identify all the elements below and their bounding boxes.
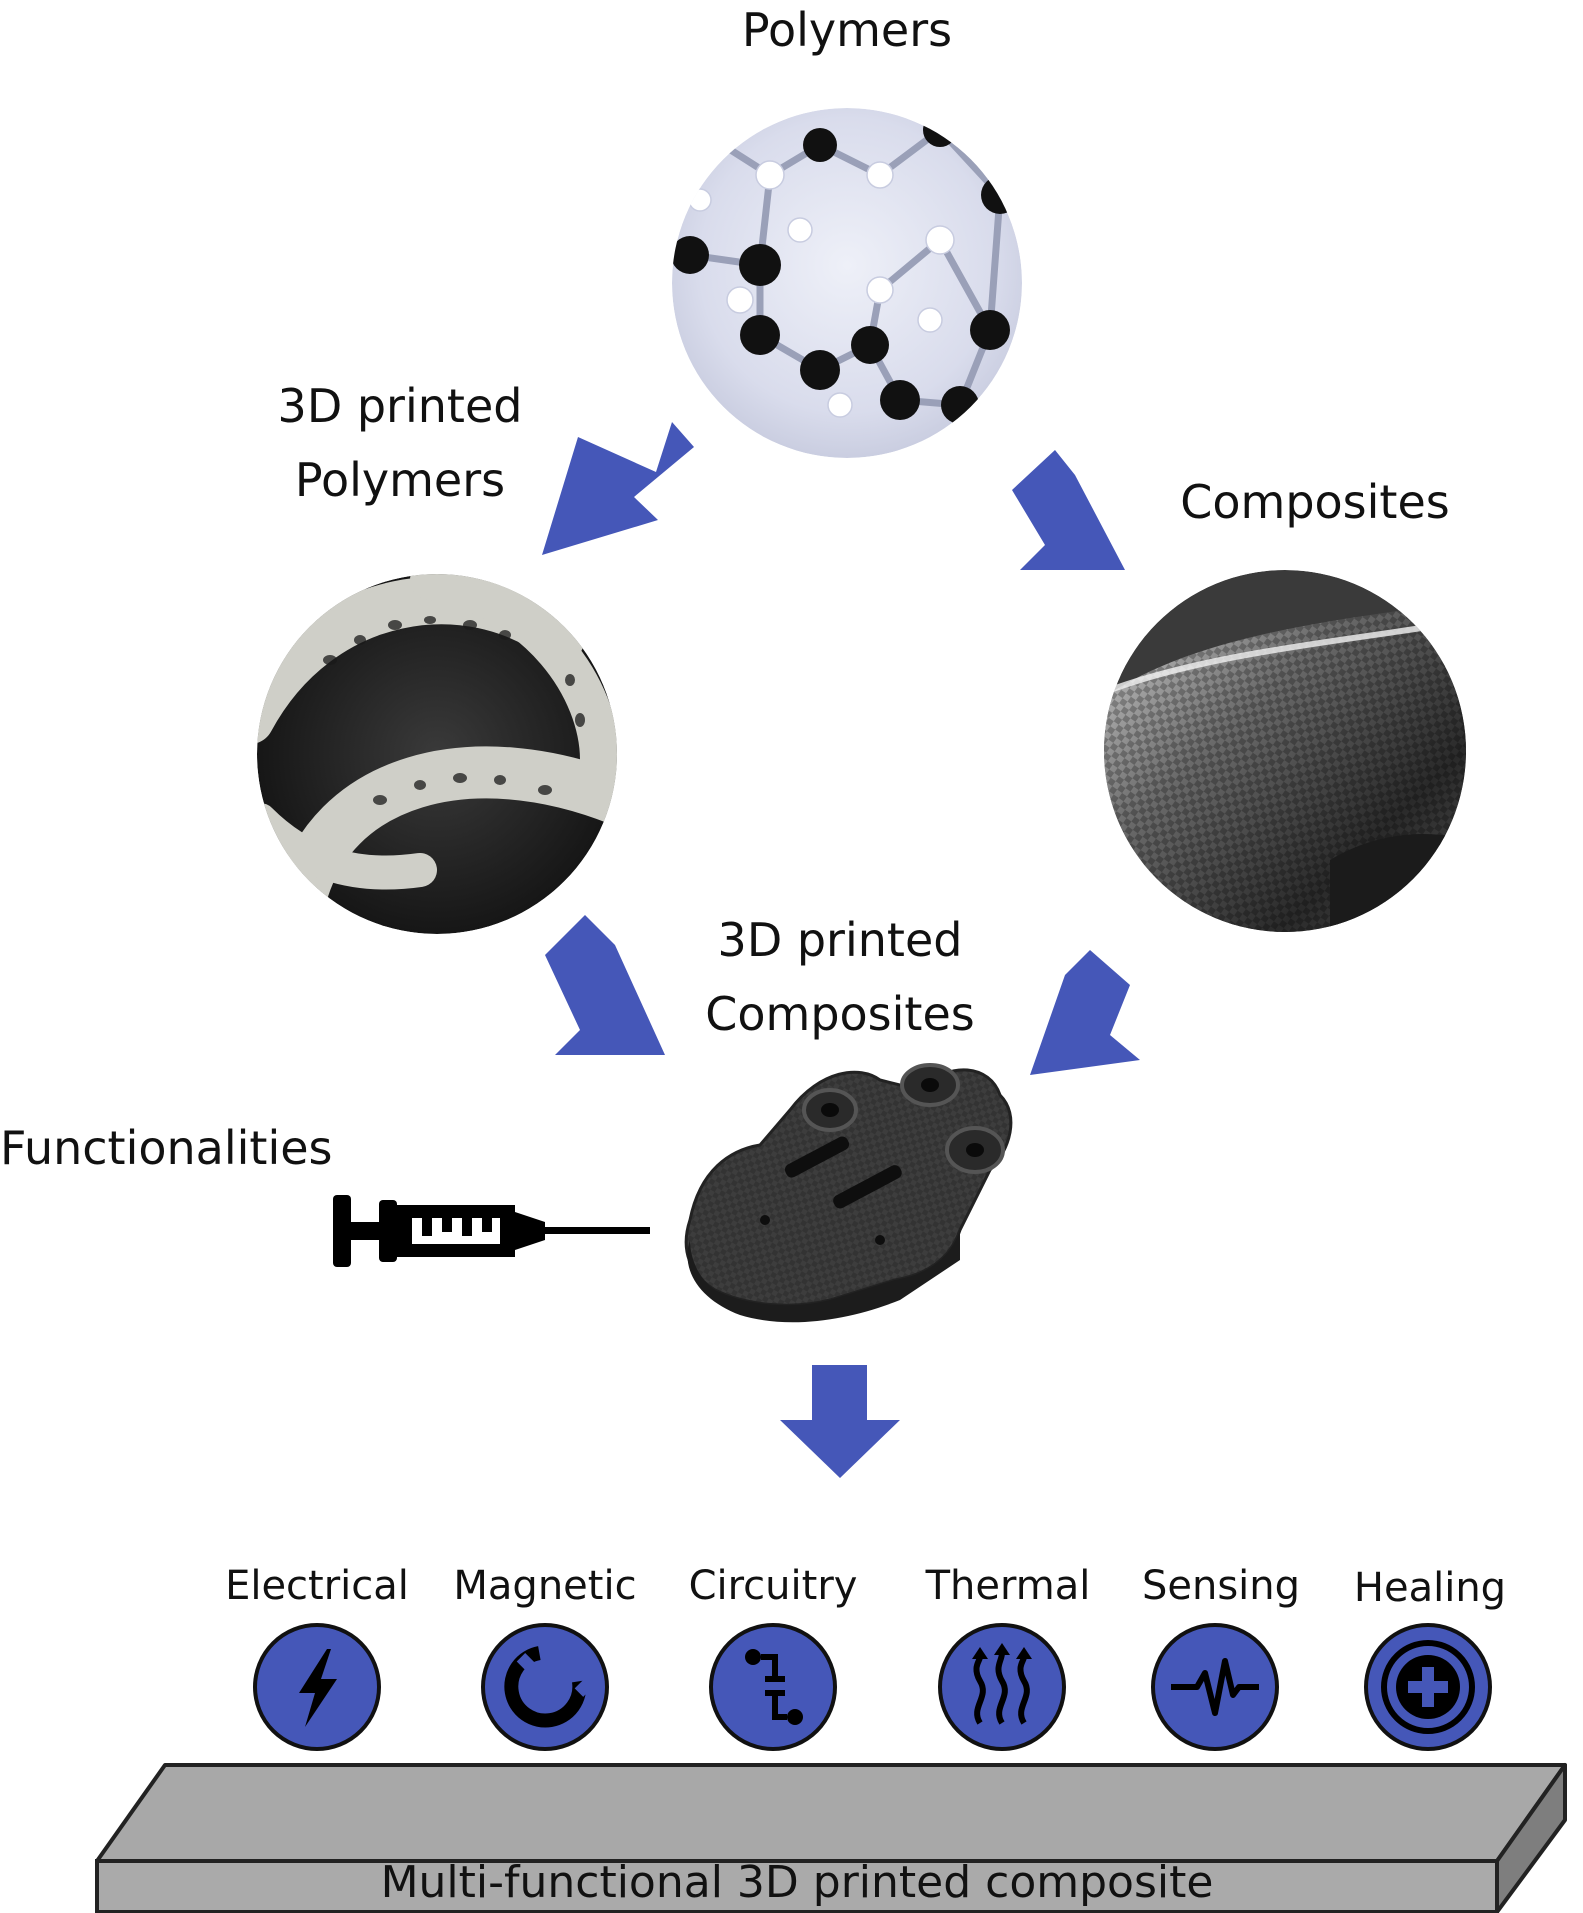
composite-carbon-fiber-image bbox=[1104, 570, 1466, 932]
function-circle-sensing bbox=[1151, 1623, 1279, 1751]
function-label-healing: Healing bbox=[1353, 1565, 1507, 1611]
syringe-icon bbox=[333, 1195, 650, 1267]
function-label-thermal: Thermal bbox=[925, 1563, 1091, 1609]
printed-composite-part-image bbox=[684, 1063, 1013, 1323]
arrow-printed-polymers-to-printed-composites bbox=[545, 915, 665, 1055]
printed-polymer-lattice-image bbox=[257, 574, 617, 934]
label-printed-polymers-line2: Polymers bbox=[294, 453, 506, 507]
polymers-image bbox=[672, 108, 1022, 458]
circuit-icon bbox=[745, 1649, 803, 1725]
label-printed-composites-line2: Composites bbox=[705, 987, 975, 1041]
function-label-circuitry: Circuitry bbox=[688, 1563, 858, 1609]
label-printed-composites-line1: 3D printed bbox=[717, 913, 963, 967]
plus-icon bbox=[1381, 1640, 1475, 1734]
label-polymers: Polymers bbox=[741, 3, 953, 57]
function-label-magnetic: Magnetic bbox=[453, 1563, 637, 1609]
arrow-polymers-to-composites bbox=[1012, 450, 1125, 570]
slab-label: Multi-functional 3D printed composite bbox=[380, 1857, 1214, 1908]
signal-wave-icon bbox=[1171, 1658, 1259, 1716]
arrow-down-to-slab bbox=[780, 1365, 900, 1478]
function-circle-circuitry bbox=[709, 1623, 837, 1751]
arrow-composites-to-printed-composites bbox=[1030, 950, 1140, 1075]
arrow-polymers-to-printed-polymers bbox=[542, 422, 694, 555]
label-composites: Composites bbox=[1180, 475, 1450, 529]
label-functionalities: Functionalities bbox=[0, 1121, 333, 1175]
label-printed-polymers-line1: 3D printed bbox=[277, 379, 523, 433]
lightning-icon bbox=[299, 1649, 337, 1727]
function-label-sensing: Sensing bbox=[1141, 1563, 1301, 1609]
magnet-icon bbox=[504, 1646, 595, 1728]
function-circle-magnetic bbox=[481, 1623, 609, 1751]
function-label-electrical: Electrical bbox=[225, 1563, 409, 1609]
heat-waves-icon bbox=[972, 1643, 1032, 1725]
slab bbox=[95, 1763, 1567, 1913]
